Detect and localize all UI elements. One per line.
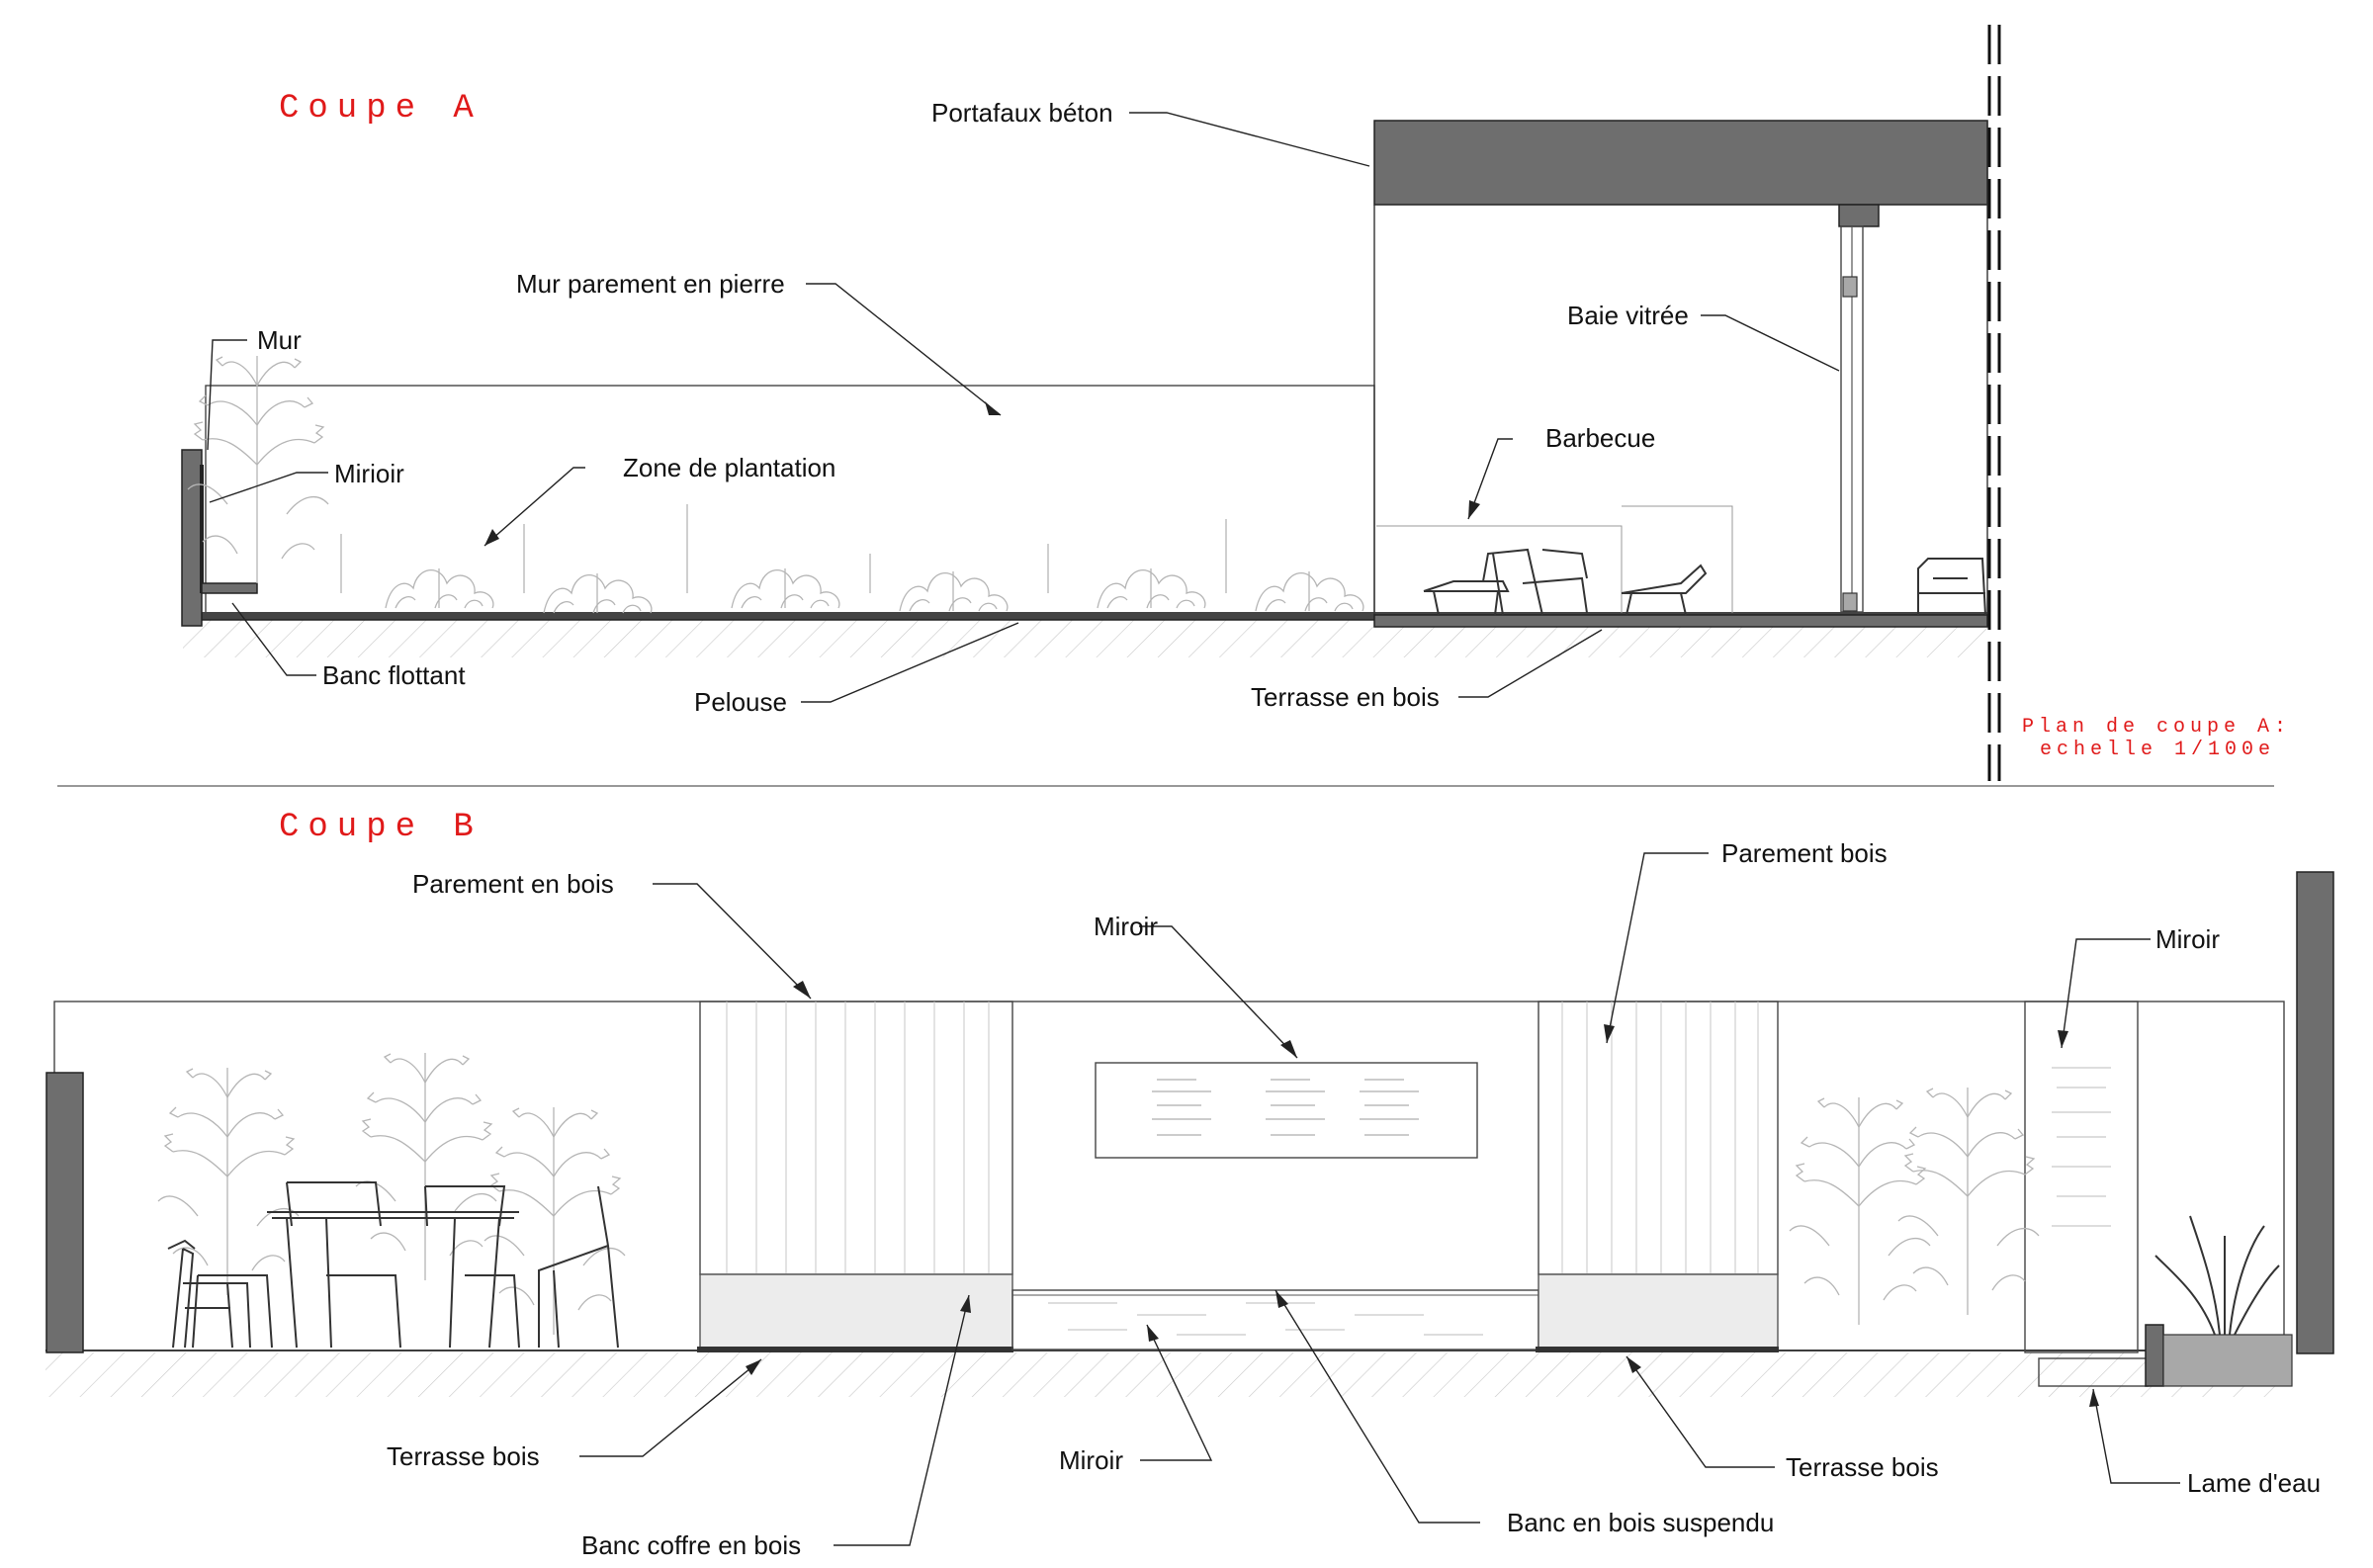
label-miroir-bottom: Miroir: [1059, 1445, 1123, 1475]
label-pelouse: Pelouse: [694, 687, 787, 717]
section-b-title: Coupe B: [279, 809, 483, 846]
label-banc-suspendu: Banc en bois suspendu: [1507, 1508, 1774, 1537]
planting-zone: [187, 355, 1364, 614]
barbecue: [1376, 505, 1733, 613]
floating-bench: [201, 582, 258, 594]
suspended-bench: [1011, 1289, 1539, 1350]
label-banc-coffre: Banc coffre en bois: [581, 1530, 801, 1560]
label-miroir-center: Miroir: [1094, 912, 1158, 941]
section-b: Coupe B: [45, 809, 2334, 1560]
label-lame-eau: Lame d'eau: [2187, 1468, 2321, 1498]
wood-cladding-left: [697, 1001, 1013, 1352]
label-terrasse-bois-left: Terrasse bois: [387, 1441, 540, 1471]
label-parement-en-bois: Parement en bois: [412, 869, 614, 899]
dining-set: [167, 1181, 619, 1349]
left-end-wall: [45, 1072, 84, 1353]
label-mur: Mur: [257, 325, 302, 355]
wood-cladding-right: [1536, 1001, 1779, 1352]
label-portafaux: Portafaux béton: [931, 98, 1113, 128]
label-terrasse-bois-right: Terrasse bois: [1786, 1452, 1939, 1482]
label-mur-parement: Mur parement en pierre: [516, 269, 785, 299]
section-a: Coupe A: [181, 25, 2291, 781]
right-end-wall: [2296, 871, 2334, 1354]
ground-hatch-b: [45, 1352, 2290, 1397]
label-zone-plantation: Zone de plantation: [623, 453, 835, 482]
plan-note-line-1: Plan de coupe A:: [2022, 716, 2291, 739]
concrete-cantilever: [1373, 120, 1988, 206]
label-terrasse-bois-a: Terrasse en bois: [1251, 682, 1440, 712]
pavilion: [1373, 120, 1988, 628]
stone-wall: [205, 385, 1375, 614]
central-mirror: [1095, 1062, 1478, 1159]
label-banc-flottant: Banc flottant: [322, 660, 466, 690]
sofa: [1917, 558, 1986, 616]
label-baie-vitree: Baie vitrée: [1567, 301, 1689, 330]
lounge-chairs: [1423, 548, 1588, 616]
label-parement-bois: Parement bois: [1721, 838, 1888, 868]
right-mirror: [2024, 1001, 2139, 1353]
wood-terrace-a: [1373, 614, 1988, 628]
left-wall: [181, 449, 203, 627]
planter-box: [2162, 1334, 2293, 1387]
label-barbecue: Barbecue: [1545, 423, 1655, 453]
label-miroir-right: Miroir: [2155, 924, 2220, 954]
break-line-a: [1987, 25, 2001, 781]
section-a-title: Coupe A: [279, 90, 483, 128]
plan-note-line-2: echelle 1/100e: [2040, 739, 2275, 761]
back-wall: [53, 1001, 2285, 1351]
label-mirioir: Mirioir: [334, 459, 404, 488]
ground-slab: [183, 612, 1987, 620]
